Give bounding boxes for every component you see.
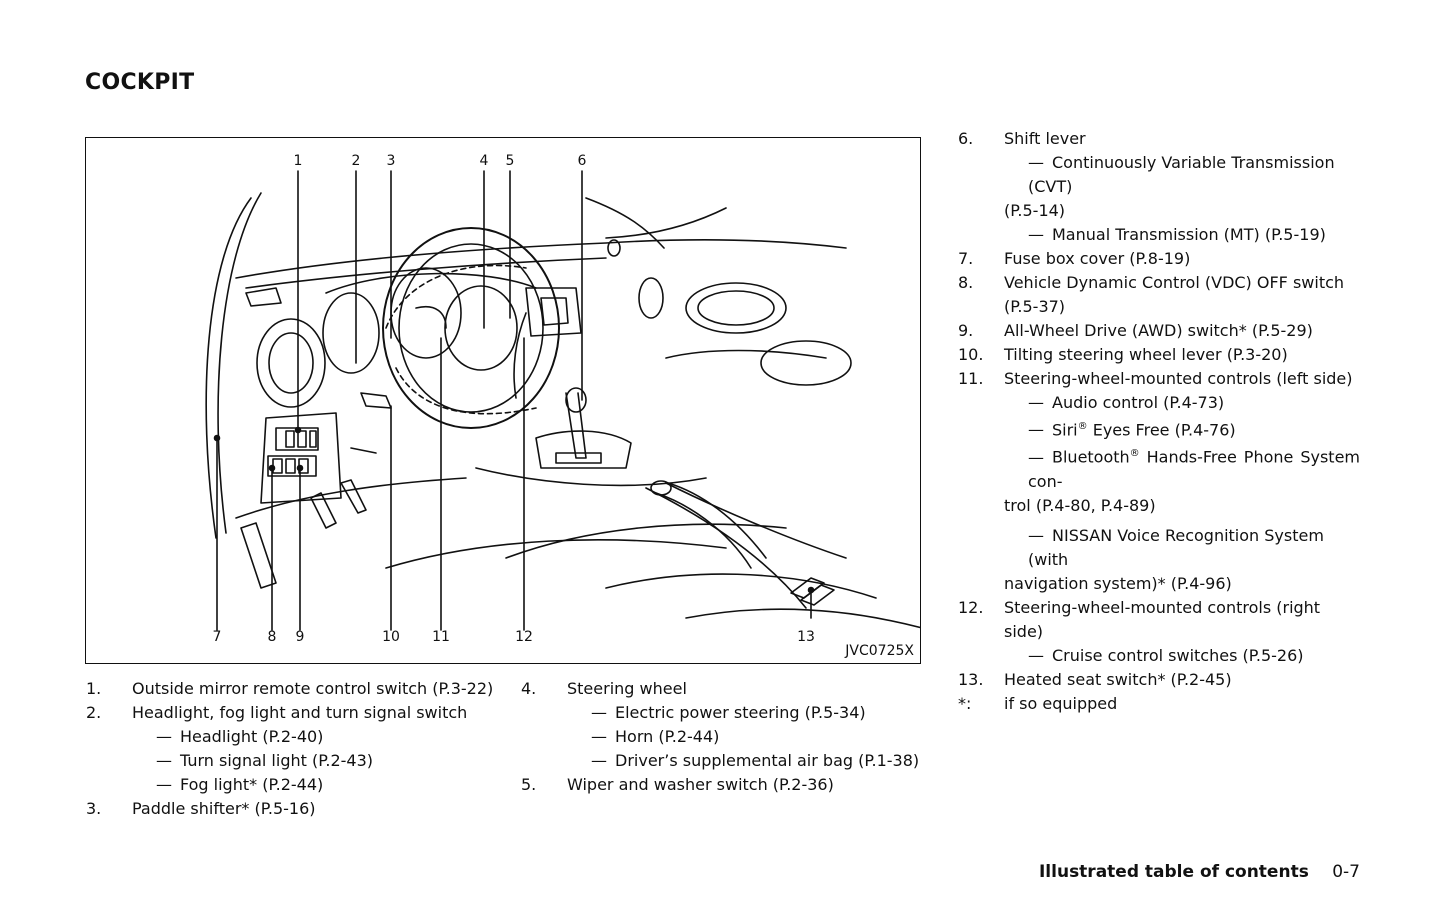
- page-number: 0-7: [1332, 862, 1360, 882]
- cockpit-illustration: 1 2 3 4 5 6 7 8 9 10 11 12 13 JVC0725X: [85, 137, 921, 664]
- figure-code: JVC0725X: [845, 643, 914, 659]
- callout-7: 7: [212, 629, 222, 645]
- item-text: Steering-wheel-mounted controls (right s…: [1004, 597, 1321, 641]
- left-item-list: 1. Outside mirror remote control switch …: [86, 677, 506, 821]
- item-text: Shift lever: [1004, 129, 1086, 148]
- callout-13: 13: [797, 629, 815, 645]
- item-number: 10.: [958, 345, 984, 364]
- list-item-5: 5. Wiper and washer switch (P.2-36): [521, 773, 921, 797]
- item-text: Headlight, fog light and turn signal swi…: [132, 703, 468, 722]
- page-footer: Illustrated table of contents 0-7: [1039, 862, 1360, 882]
- item-number: 7.: [958, 249, 974, 268]
- list-item-6: 6. Shift lever —Continuously Variable Tr…: [958, 127, 1360, 247]
- item-text: Tilting steering wheel lever (P.3-20): [1004, 345, 1288, 364]
- section-title: Illustrated table of contents: [1038, 862, 1309, 882]
- callout-3: 3: [386, 153, 396, 169]
- sub-item: —Bluetooth® Hands-Free Phone System con-: [1028, 447, 1360, 491]
- item-text: Steering wheel: [567, 679, 687, 698]
- callout-10: 10: [382, 629, 400, 645]
- right-item-list: 6. Shift lever —Continuously Variable Tr…: [958, 127, 1360, 716]
- list-item-11: 11. Steering-wheel-mounted controls (lef…: [958, 367, 1360, 596]
- sub-item: —Siri® Eyes Free (P.4-76): [1028, 420, 1236, 440]
- sub-item: —Manual Transmission (MT) (P.5-19): [1028, 225, 1326, 244]
- item-number: 13.: [958, 669, 984, 689]
- list-item-9: 9. All-Wheel Drive (AWD) switch* (P.5-29…: [958, 319, 1360, 343]
- sub-item: —Electric power steering (P.5-34): [591, 703, 866, 722]
- callout-11: 11: [432, 629, 450, 645]
- item-text: Outside mirror remote control switch (P.…: [132, 679, 494, 698]
- sub-item-continued: trol (P.4-80, P.4-89): [1004, 495, 1156, 515]
- list-item-8: 8. Vehicle Dynamic Control (VDC) OFF swi…: [958, 271, 1360, 319]
- list-item-1: 1. Outside mirror remote control switch …: [86, 677, 506, 701]
- item-text: Wiper and washer switch (P.2-36): [567, 775, 834, 794]
- sub-item: —NISSAN Voice Recognition System (with: [1028, 525, 1324, 569]
- footnote-if-equipped: *: if so equipped: [958, 692, 1360, 716]
- callout-2: 2: [351, 153, 361, 169]
- item-number: 5.: [521, 775, 537, 794]
- item-text: All-Wheel Drive (AWD) switch* (P.5-29): [1004, 321, 1313, 340]
- list-item-4: 4. Steering wheel —Electric power steeri…: [521, 677, 921, 773]
- item-number: 1.: [86, 679, 102, 698]
- sub-item-continued: navigation system)* (P.4-96): [1004, 573, 1232, 593]
- page-title: COCKPIT: [85, 70, 195, 95]
- callout-9: 9: [295, 629, 305, 645]
- callout-12: 12: [515, 629, 533, 645]
- callout-1: 1: [293, 153, 303, 169]
- item-number: 6.: [958, 129, 974, 148]
- footnote-text: if so equipped: [1004, 693, 1118, 713]
- list-item-13: 13. Heated seat switch* (P.2-45): [958, 668, 1360, 692]
- item-number: 9.: [958, 321, 974, 340]
- list-item-7: 7. Fuse box cover (P.8-19): [958, 247, 1360, 271]
- footnote-marker: *:: [958, 693, 972, 713]
- middle-item-list: 4. Steering wheel —Electric power steeri…: [521, 677, 921, 797]
- item-text: Heated seat switch* (P.2-45): [1004, 669, 1232, 689]
- sub-item: —Driver’s supplemental air bag (P.1-38): [591, 751, 920, 770]
- item-number: 3.: [86, 799, 102, 818]
- callout-6: 6: [577, 153, 587, 169]
- item-number: 4.: [521, 679, 537, 698]
- cockpit-line-drawing: [205, 170, 920, 631]
- item-text: Steering-wheel-mounted controls (left si…: [1004, 369, 1353, 388]
- sub-item: —Fog light* (P.2-44): [156, 775, 324, 794]
- item-text: Paddle shifter* (P.5-16): [132, 799, 316, 818]
- sub-item: —Audio control (P.4-73): [1028, 393, 1225, 412]
- sub-item: —Cruise control switches (P.5-26): [1028, 645, 1304, 665]
- item-text-continued: (P.5-37): [1004, 297, 1066, 316]
- item-number: 12.: [958, 597, 984, 617]
- sub-item: —Turn signal light (P.2-43): [156, 751, 374, 770]
- item-number: 2.: [86, 703, 102, 722]
- sub-item: —Headlight (P.2-40): [156, 727, 324, 746]
- sub-item: —Continuously Variable Transmission (CVT…: [1004, 153, 1335, 220]
- sub-item: —Horn (P.2-44): [591, 727, 720, 746]
- item-text: Vehicle Dynamic Control (VDC) OFF switch: [1004, 273, 1345, 292]
- list-item-2: 2. Headlight, fog light and turn signal …: [86, 701, 506, 797]
- callout-5: 5: [505, 153, 515, 169]
- list-item-10: 10. Tilting steering wheel lever (P.3-20…: [958, 343, 1360, 367]
- list-item-3: 3. Paddle shifter* (P.5-16): [86, 797, 506, 821]
- callout-8: 8: [267, 629, 277, 645]
- item-number: 11.: [958, 369, 984, 388]
- item-number: 8.: [958, 273, 974, 292]
- item-text: Fuse box cover (P.8-19): [1004, 249, 1191, 268]
- callout-4: 4: [479, 153, 489, 169]
- list-item-12: 12. Steering-wheel-mounted controls (rig…: [958, 596, 1360, 668]
